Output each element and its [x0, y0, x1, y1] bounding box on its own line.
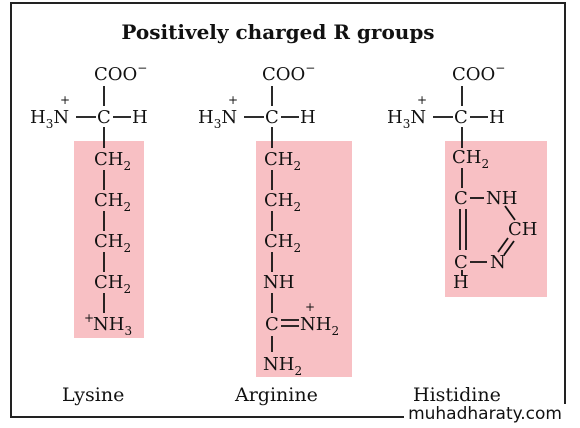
- svg-text:H: H: [489, 107, 505, 128]
- svg-text:COO−: COO−: [452, 61, 505, 85]
- lysine-r-group-highlight: [74, 141, 144, 338]
- svg-text:COO−: COO−: [262, 61, 315, 85]
- svg-text:C: C: [454, 252, 468, 273]
- svg-text:+: +: [305, 300, 315, 314]
- svg-text:C: C: [265, 314, 279, 335]
- svg-text:C: C: [265, 107, 279, 128]
- figure-title: Positively charged R groups: [121, 20, 435, 44]
- lysine-structure: COO− H3N + C H CH2 CH2 CH2 CH2 + NH3: [30, 61, 148, 338]
- svg-text:COO−: COO−: [94, 61, 147, 85]
- svg-text:H: H: [300, 107, 316, 128]
- arginine-r-group-highlight: [256, 141, 352, 377]
- svg-text:H: H: [132, 107, 148, 128]
- svg-text:H: H: [453, 272, 469, 293]
- svg-text:+: +: [60, 93, 70, 107]
- svg-text:+: +: [84, 311, 94, 325]
- svg-text:H3N: H3N: [387, 107, 426, 131]
- svg-text:NH: NH: [486, 188, 517, 209]
- histidine-label: Histidine: [413, 384, 501, 406]
- svg-text:+: +: [417, 93, 427, 107]
- svg-text:+: +: [228, 93, 238, 107]
- svg-text:NH2: NH2: [263, 354, 302, 378]
- svg-text:H3N: H3N: [30, 107, 69, 131]
- arginine-label: Arginine: [235, 384, 318, 406]
- svg-text:H3N: H3N: [198, 107, 237, 131]
- svg-text:C: C: [97, 107, 111, 128]
- watermark: muhadharaty.com: [404, 404, 566, 424]
- svg-text:C: C: [454, 188, 468, 209]
- arginine-structure: COO− H3N + C H CH2 CH2 CH2 NH C + NH2 NH…: [198, 61, 339, 378]
- svg-text:CH: CH: [508, 219, 537, 240]
- lysine-label: Lysine: [62, 384, 125, 406]
- svg-text:N: N: [490, 252, 506, 273]
- histidine-structure: COO− H3N + C H CH2 C NH CH N C H: [387, 61, 537, 293]
- svg-text:NH: NH: [263, 272, 294, 293]
- svg-text:C: C: [454, 107, 468, 128]
